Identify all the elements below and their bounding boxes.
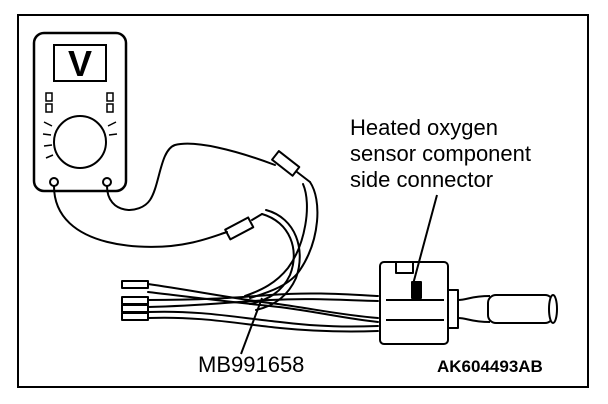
- multimeter-body: [32, 31, 128, 193]
- test-lead-cable: [106, 142, 276, 211]
- meter-dial: [53, 115, 107, 169]
- terminal-pin: [121, 304, 149, 313]
- test-probe-body: [224, 216, 255, 241]
- connector-housing: [379, 261, 449, 345]
- connector-leader-line: [411, 194, 438, 289]
- adapter-lead: [244, 183, 308, 297]
- tool-leader-line: [240, 297, 263, 355]
- probe-tip: [296, 171, 311, 183]
- probe-tip: [251, 213, 263, 221]
- sensor-cable: [487, 294, 554, 324]
- adapter-wire: [147, 316, 379, 333]
- test-lead-cable: [53, 185, 228, 248]
- connector-flange: [447, 289, 459, 329]
- harness-adapter: [121, 181, 379, 333]
- adapter-wire: [147, 291, 379, 323]
- adapter-wire: [147, 283, 379, 319]
- connector-detail: [386, 299, 444, 321]
- multimeter: V: [32, 31, 128, 193]
- test-leads: [53, 142, 311, 248]
- meter-jack: [49, 177, 59, 187]
- adapter-wire: [147, 298, 379, 308]
- terminal-pin: [121, 280, 149, 289]
- connector-label-line: side connector: [350, 167, 494, 192]
- figure-frame: [17, 14, 589, 388]
- meter-button: [106, 92, 114, 102]
- terminal-pin: [121, 312, 149, 321]
- sensor-cable-end: [548, 294, 558, 324]
- adapter-wire: [147, 292, 379, 301]
- adapter-lead: [249, 181, 319, 299]
- adapter-lead: [249, 213, 295, 305]
- multimeter-display: [53, 44, 107, 82]
- terminal-pin: [121, 296, 149, 305]
- meter-jack: [102, 177, 112, 187]
- meter-button: [45, 92, 53, 102]
- connector-label-line: Heated oxygen: [350, 115, 498, 140]
- test-probe-body: [271, 150, 301, 177]
- sensor-wire: [457, 295, 491, 323]
- sensor-connector: [379, 261, 558, 345]
- tool-label: MB991658: [198, 352, 305, 377]
- adapter-wire: [147, 310, 379, 328]
- meter-button: [106, 103, 114, 113]
- connector-detail: [411, 281, 422, 299]
- connector-latch: [395, 262, 414, 274]
- volt-symbol: V: [68, 43, 92, 84]
- meter-button: [45, 103, 53, 113]
- connector-label: Heated oxygen sensor component side conn…: [350, 115, 531, 193]
- connector-label-line: sensor component: [350, 141, 531, 166]
- dial-ticks: [42, 121, 118, 159]
- figure-id: AK604493AB: [437, 357, 543, 376]
